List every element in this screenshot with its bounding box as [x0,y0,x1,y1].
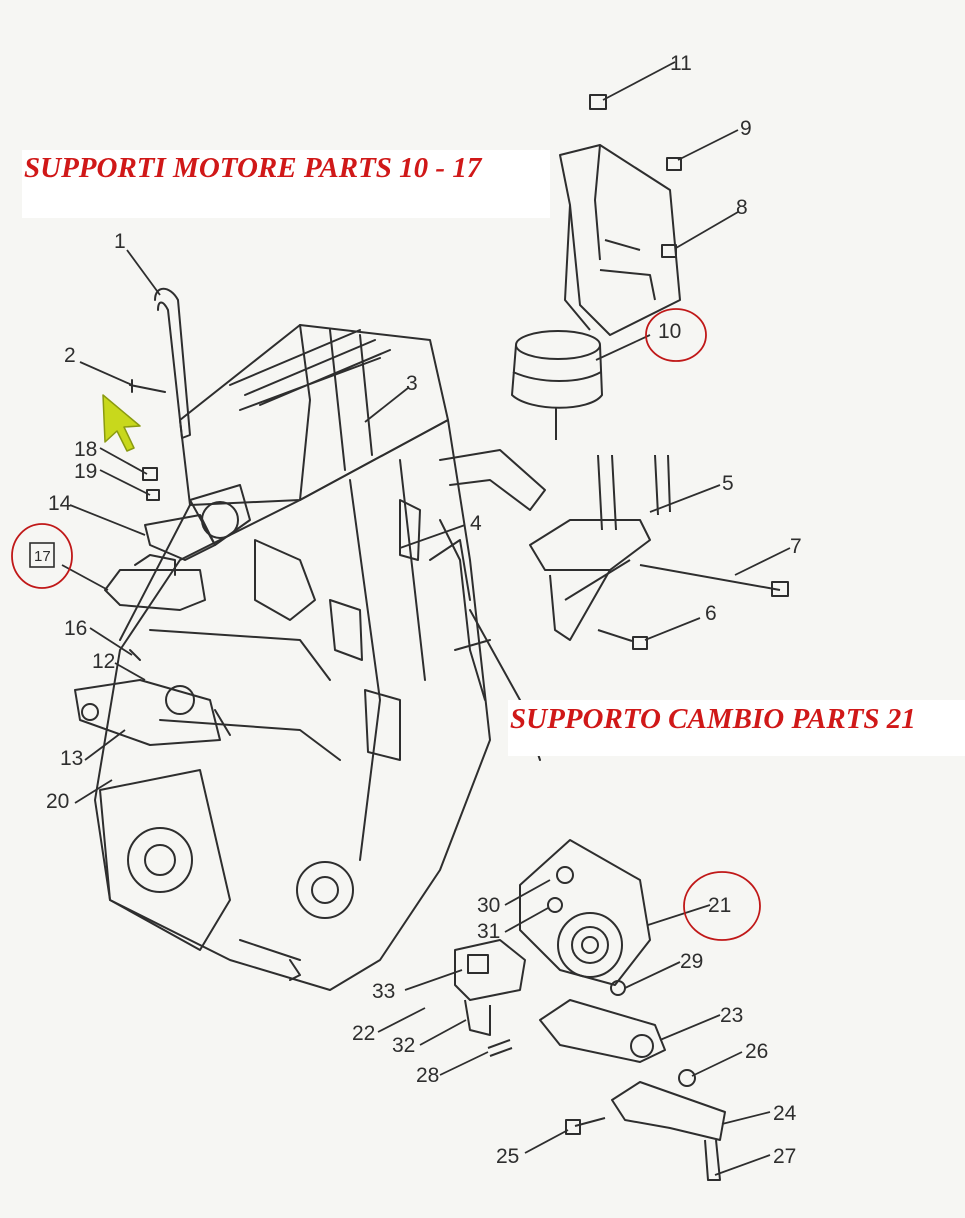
highlight-circle-21 [683,871,761,941]
callout-32: 32 [392,1034,415,1057]
callout-29: 29 [680,950,703,973]
callout-8: 8 [736,196,748,219]
highlight-circle-17 [11,523,73,589]
callout-19: 19 [74,460,97,483]
callout-10: 10 [658,320,681,343]
callout-6: 6 [705,602,717,625]
callout-13: 13 [60,747,83,770]
side-bracket-assembly [529,454,789,650]
upper-mount-assembly [511,94,682,440]
callout-17: 17 [34,548,51,565]
callout-3: 3 [406,372,418,395]
callout-1: 1 [114,230,126,253]
callout-26: 26 [745,1040,768,1063]
callout-24: 24 [773,1102,797,1125]
callout-21: 21 [708,894,731,917]
callout-4: 4 [470,512,482,535]
callout-2: 2 [64,344,76,367]
pointer-arrow-icon [102,394,141,452]
callout-7: 7 [790,535,802,558]
callout-27: 27 [773,1145,796,1168]
callout-9: 9 [740,117,752,140]
callout-17-box [29,542,55,568]
callout-labels: 1 2 3 4 5 6 7 8 9 10 11 12 13 14 16 17 1… [34,52,802,1168]
callout-20: 20 [46,790,69,813]
gearbox-mount-banner [508,700,965,756]
callout-5: 5 [722,472,734,495]
highlight-circle-10 [645,308,707,362]
gearbox-mount-title: SUPPORTO CAMBIO PARTS 21 [510,703,916,735]
callout-14: 14 [48,492,72,515]
callout-11: 11 [670,52,692,75]
callout-16: 16 [64,617,87,640]
callout-12: 12 [92,650,115,673]
callout-28: 28 [416,1064,439,1087]
engine-mounts-title: SUPPORTI MOTORE PARTS 10 - 17 [24,152,482,184]
leader-lines [61,61,791,1176]
callout-18: 18 [74,438,97,461]
callout-33: 33 [372,980,395,1003]
engine-block-linework [74,287,546,991]
highlight-circles [11,308,761,941]
callout-23: 23 [720,1004,743,1027]
callout-31: 31 [477,920,500,943]
callout-22: 22 [352,1022,375,1045]
gearbox-mount-assembly [454,839,726,1181]
callout-30: 30 [477,894,500,917]
callout-25: 25 [496,1145,519,1168]
engine-mounts-banner [22,150,550,218]
